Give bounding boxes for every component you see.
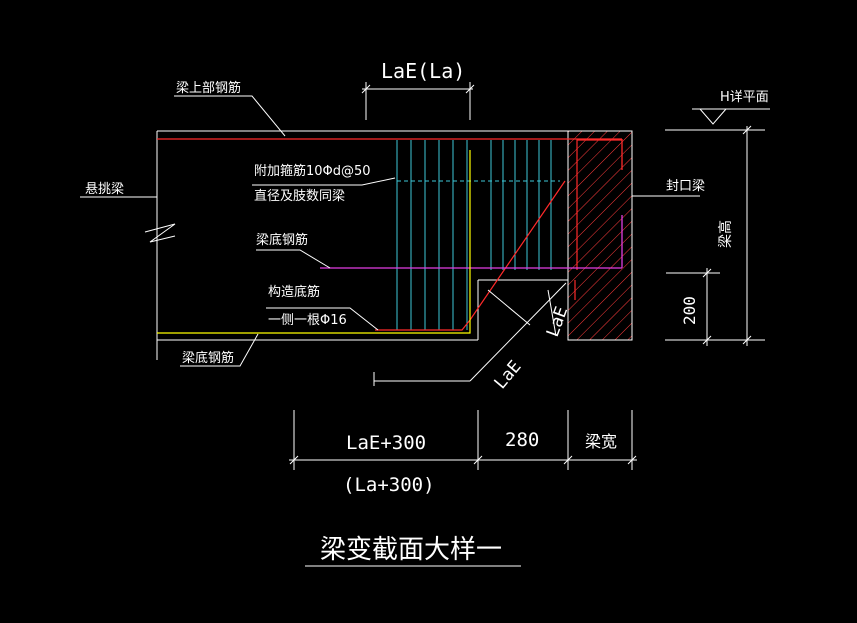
bottom-dimension-line [289, 410, 637, 470]
leaders [80, 95, 700, 367]
label-structural-bottom-1: 构造底筋 [268, 284, 320, 300]
dim-280: 280 [505, 429, 539, 451]
dim-lae-la: LaE(La) [381, 59, 465, 83]
label-beam-top-bar: 梁上部钢筋 [176, 80, 241, 96]
drawing-title: 梁变截面大样一 [320, 535, 502, 565]
dim-la-plus-300: (La+300) [343, 474, 435, 496]
label-beam-height: 梁高 [717, 220, 734, 248]
dim-lae-plus-300: LaE+300 [346, 432, 426, 454]
label-h-plane: H详平面 [720, 90, 769, 105]
structural-bottom-bar [157, 150, 471, 334]
label-extra-stirrup-2: 直径及肢数同梁 [254, 188, 345, 204]
bottom-bar [320, 215, 623, 269]
right-dimensions [665, 108, 770, 346]
label-extra-stirrup-1: 附加箍筋10Φd@50 [254, 163, 371, 179]
top-bar [157, 138, 623, 170]
top-dimension [361, 82, 475, 120]
label-closing-beam: 封口梁 [666, 179, 705, 194]
dim-beam-width: 梁宽 [585, 432, 617, 451]
stirrups [396, 140, 560, 330]
diagonal-lae-dimension [373, 282, 567, 386]
label-beam-bottom-bar-inner: 梁底钢筋 [256, 232, 308, 248]
label-cantilever-beam: 悬挑梁 [85, 182, 124, 197]
dim-200: 200 [680, 296, 699, 325]
closing-beam-bars [574, 139, 622, 300]
beam-outline [144, 130, 568, 360]
label-structural-bottom-2: 一侧一根Φ16 [268, 313, 347, 328]
label-beam-bottom-bar-outer: 梁底钢筋 [182, 350, 234, 366]
dim-lae-diagonal: LaE [491, 357, 526, 393]
closing-beam-section [567, 130, 633, 341]
inclined-bar [375, 180, 566, 331]
